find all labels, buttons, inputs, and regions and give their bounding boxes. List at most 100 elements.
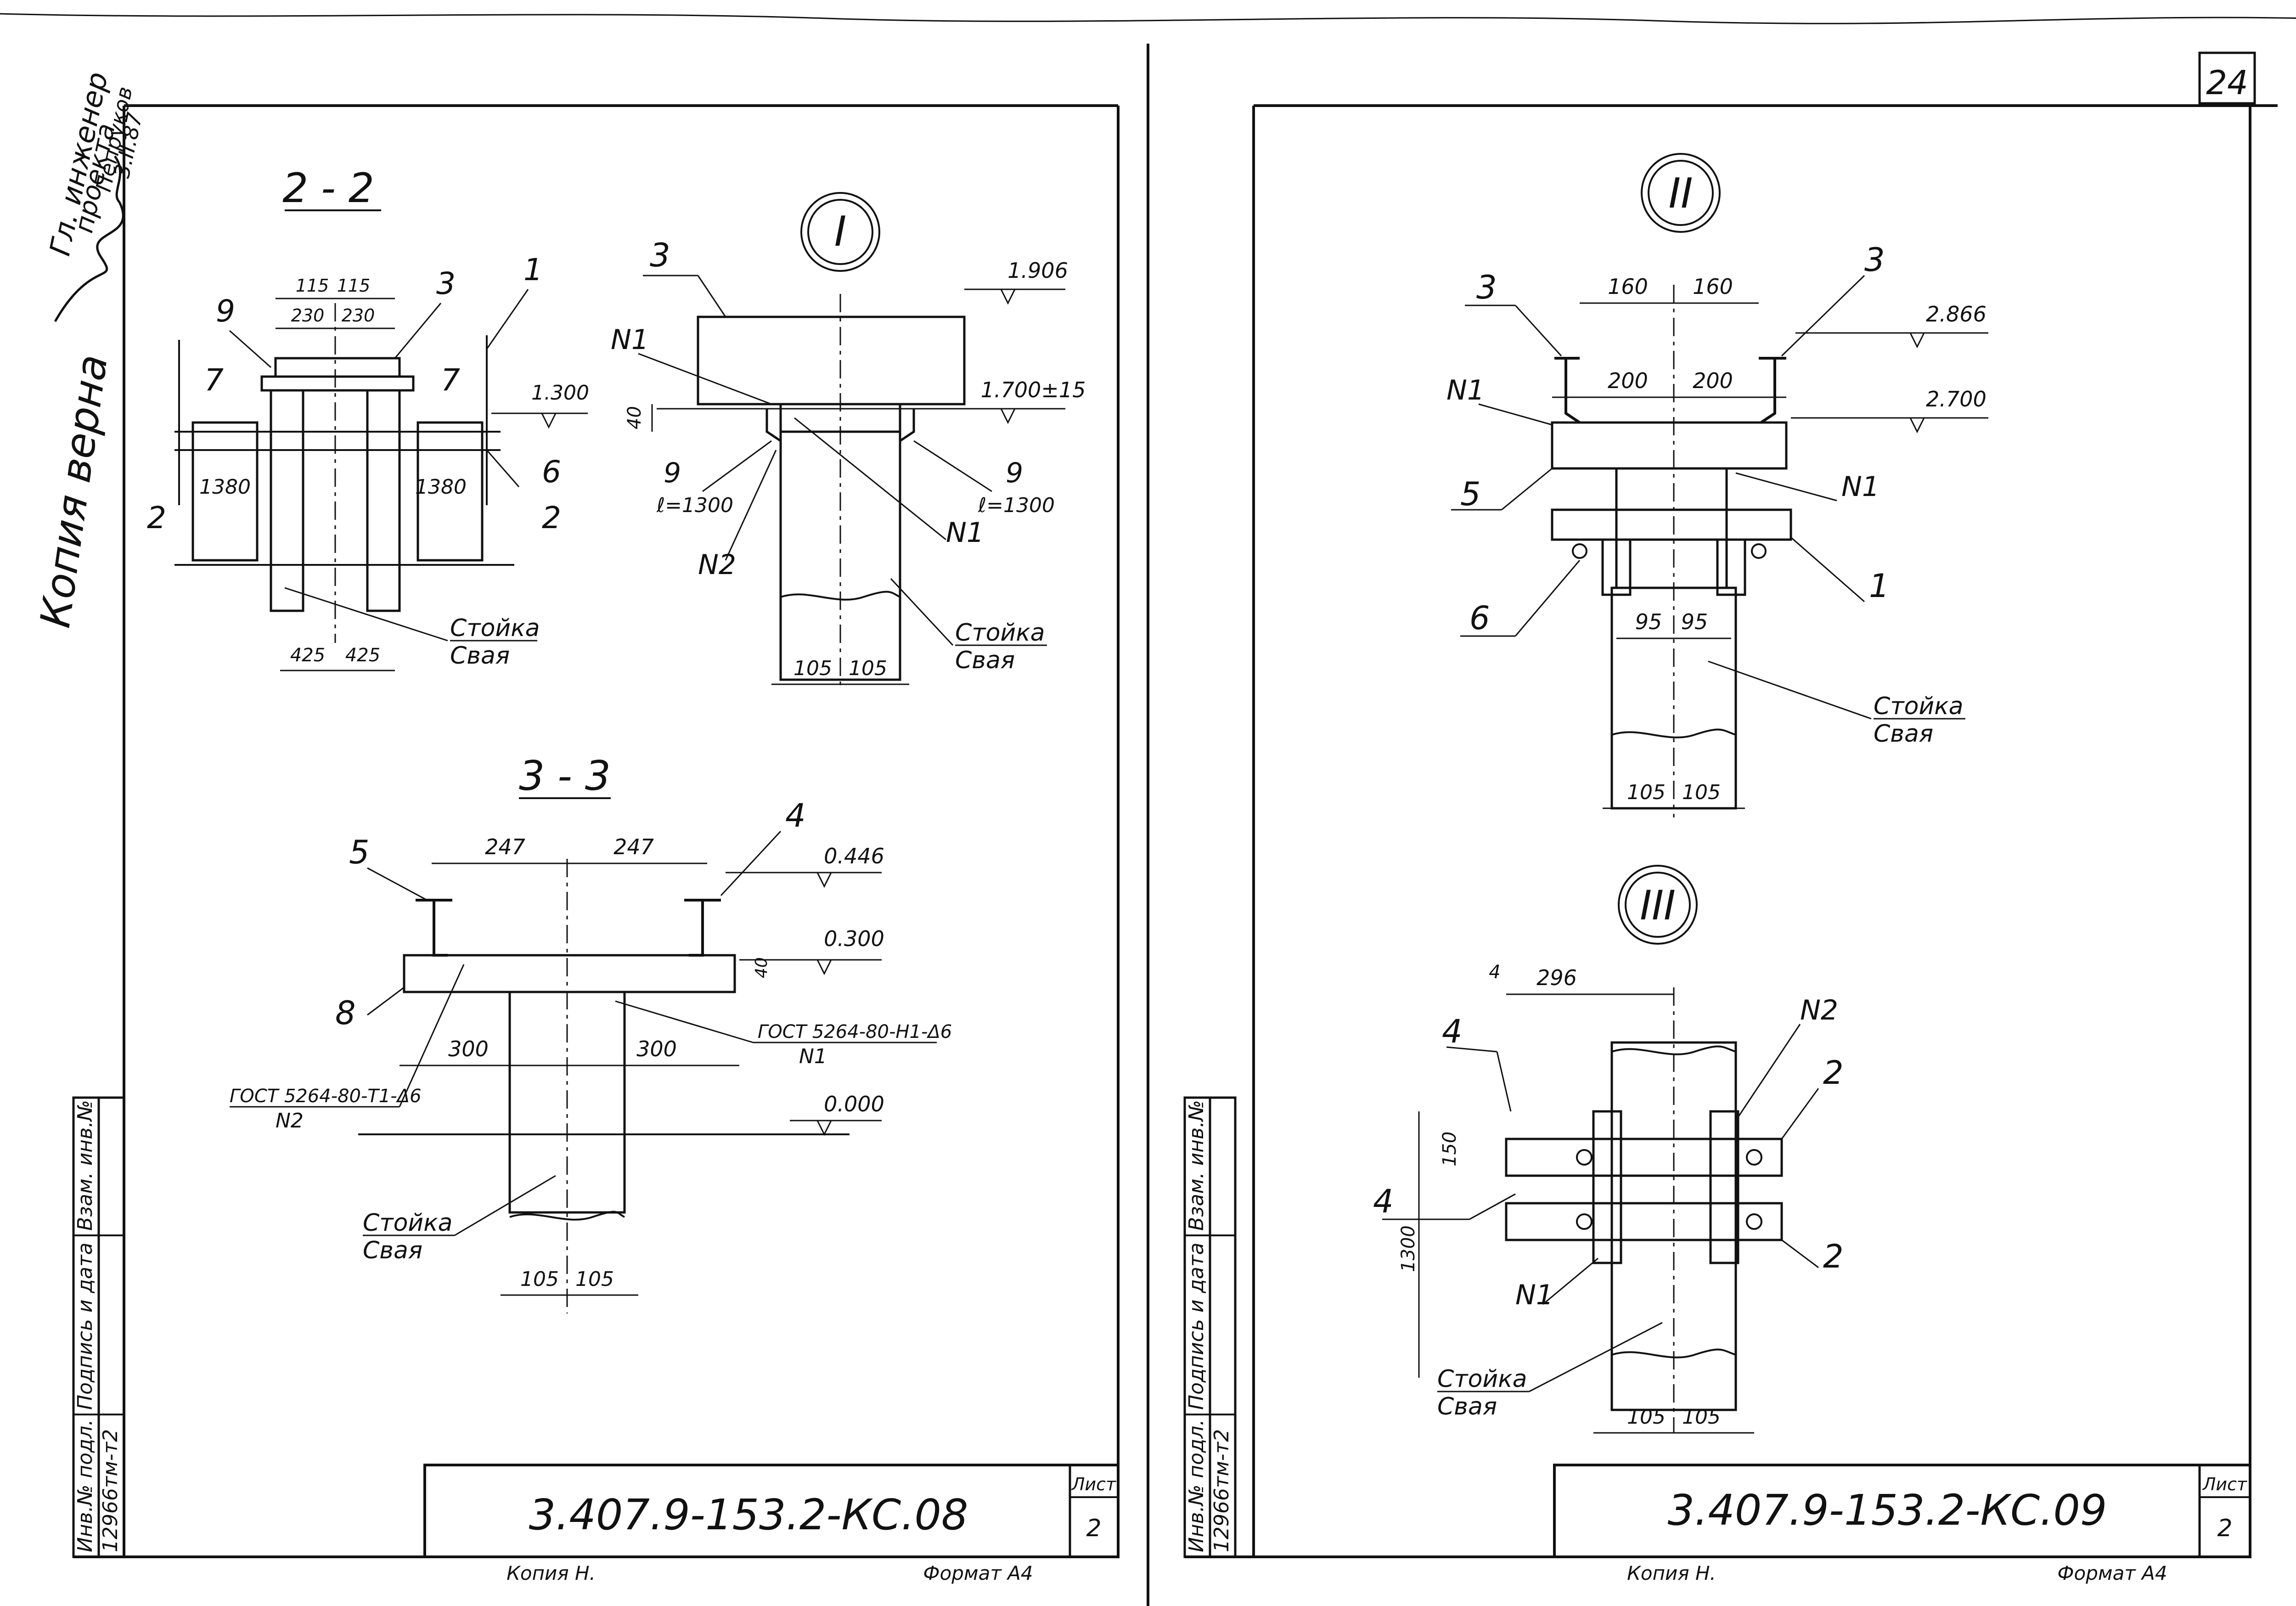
node-title: III	[1640, 882, 1676, 929]
callout: 5	[349, 834, 370, 871]
list-label: Лист	[1071, 1474, 1117, 1494]
callout: 2	[1823, 1238, 1844, 1275]
dim-text: 247	[485, 834, 525, 859]
callout: 9	[1006, 457, 1023, 489]
dim-text: 300	[636, 1037, 677, 1061]
callout: N1	[946, 517, 984, 549]
weld-left: ГОСТ 5264-80-Т1-Δ6	[230, 1086, 422, 1107]
margin-note: Гл. инженер проекта Пепруков 3.II.87	[43, 69, 147, 259]
dim-text: 425	[290, 645, 325, 666]
side-stamp: Взам. инв.№ Подпись и дата Инв.№ подл. 1…	[1183, 1096, 1237, 1558]
dim-text: 200	[1693, 368, 1733, 393]
dim-text: 1300	[1398, 1225, 1419, 1272]
callout: 3	[1476, 269, 1497, 306]
drawing-code: 3.407.9-153.2-КС.08	[529, 1490, 968, 1539]
legend: Свая	[363, 1237, 422, 1264]
list-number: 2	[2217, 1515, 2232, 1542]
legend: Стойка	[363, 1209, 452, 1237]
dim-text: 105	[1627, 1405, 1666, 1429]
dim-text: 105	[1682, 1405, 1721, 1429]
elevation: 0.300	[824, 926, 884, 951]
dim-text: 105	[849, 657, 887, 680]
callout: N1	[1446, 374, 1485, 406]
legend: Свая	[955, 647, 1015, 674]
callout: 6	[542, 454, 561, 490]
node-I: I 3 N1 9 9 ℓ=1300 ℓ=1300 N2 N1 40	[611, 192, 1086, 689]
format-label: Формат А4	[923, 1562, 1033, 1584]
callout: 2	[1823, 1054, 1844, 1092]
stamp-inv-podl: Инв.№ подл.	[73, 1419, 97, 1552]
elevation: 0.446	[824, 844, 884, 868]
elevation: 2.700	[1926, 387, 1986, 411]
dim-text: 105	[793, 657, 832, 680]
node-title: I	[834, 208, 847, 256]
callout: N2	[1800, 994, 1838, 1026]
callout: 4	[1373, 1183, 1394, 1220]
legend: Стойка	[450, 614, 540, 642]
format-label: Формат А4	[2057, 1562, 2167, 1584]
dim-40: 40	[752, 957, 771, 978]
dim-text: 247	[613, 834, 654, 859]
callout: N2	[698, 549, 736, 581]
view-title: 3 - 3	[519, 752, 611, 800]
legend: Стойка	[955, 619, 1045, 647]
callout: N1	[1515, 1279, 1553, 1311]
legend: Свая	[450, 642, 510, 670]
dim-text: 95	[1635, 609, 1662, 634]
callout: 1	[1869, 567, 1890, 605]
elevation: 0.000	[824, 1092, 884, 1116]
legend: Стойка	[1437, 1365, 1527, 1393]
dim-text: 160	[1608, 274, 1648, 299]
callout: 7	[441, 362, 460, 398]
dim-text: 150	[1439, 1132, 1460, 1166]
view-title: 2 - 2	[282, 164, 374, 212]
elevation: 1.300	[531, 381, 589, 405]
copy-label: Копия Н.	[1627, 1562, 1716, 1584]
side-stamp: Взам. инв.№ Подпись и дата Инв.№ подл. 1…	[72, 1096, 125, 1558]
dim-40: 40	[624, 406, 645, 429]
dim-text: 115	[296, 276, 329, 296]
dim-text: 200	[1608, 368, 1648, 393]
callout: 5	[1460, 475, 1481, 513]
left-sheet: Гл. инженер проекта Пепруков 3.II.87 Коп…	[31, 69, 1120, 1584]
callout: 9	[664, 457, 681, 489]
callout: 4	[785, 797, 806, 834]
node-III: III 296 4 150 1300 4 4 N2	[1373, 865, 1844, 1434]
title-block: 3.407.9-153.2-КС.08 Лист 2 Формат А4 Коп…	[423, 1464, 1120, 1584]
sheet-number-box	[2198, 51, 2256, 105]
callout: 7	[204, 362, 224, 398]
weld-right-id: N1	[799, 1045, 827, 1068]
sheet-number: 24	[2206, 63, 2248, 102]
stamp-vzam: Взам. инв.№	[1185, 1100, 1208, 1231]
signature	[54, 155, 124, 322]
section-3-3: 3 - 3 247 247 300 300 40 5 4 8 0.446	[230, 752, 952, 1313]
dim-text: 160	[1693, 274, 1733, 299]
dim-text: 4	[1489, 962, 1500, 983]
dim-text: 425	[345, 645, 380, 666]
legend: Стойка	[1874, 693, 1963, 720]
list-label: Лист	[2202, 1474, 2248, 1494]
weld-right: ГОСТ 5264-80-Н1-Δ6	[758, 1021, 952, 1042]
stamp-inv-number: 12966тм-т2	[99, 1429, 122, 1552]
stamp-vzam: Взам. инв.№	[73, 1100, 97, 1231]
copy-true-note: Копия верна	[31, 352, 117, 631]
stamp-podpis: Подпись и дата	[1185, 1243, 1208, 1410]
elevation: 1.906	[1007, 258, 1068, 283]
elevation: 2.866	[1926, 302, 1986, 327]
weld-left-id: N2	[276, 1109, 304, 1133]
callout: 3	[436, 266, 456, 301]
callout: 2	[542, 500, 561, 535]
dim-text: 115	[337, 276, 371, 296]
dim-text: 95	[1681, 609, 1708, 634]
dim-text: 105	[1627, 781, 1666, 804]
callout: N1	[1841, 471, 1880, 503]
callout: 3	[650, 237, 670, 274]
right-sheet: Взам. инв.№ Подпись и дата Инв.№ подл. 1…	[1183, 104, 2278, 1584]
legend: Свая	[1874, 720, 1933, 748]
dim-text: 230	[291, 305, 325, 326]
callout: 3	[1864, 241, 1885, 279]
callout: 8	[335, 994, 356, 1032]
elevation: 1.700±15	[981, 378, 1086, 402]
drawing-code: 3.407.9-153.2-КС.09	[1668, 1486, 2107, 1535]
